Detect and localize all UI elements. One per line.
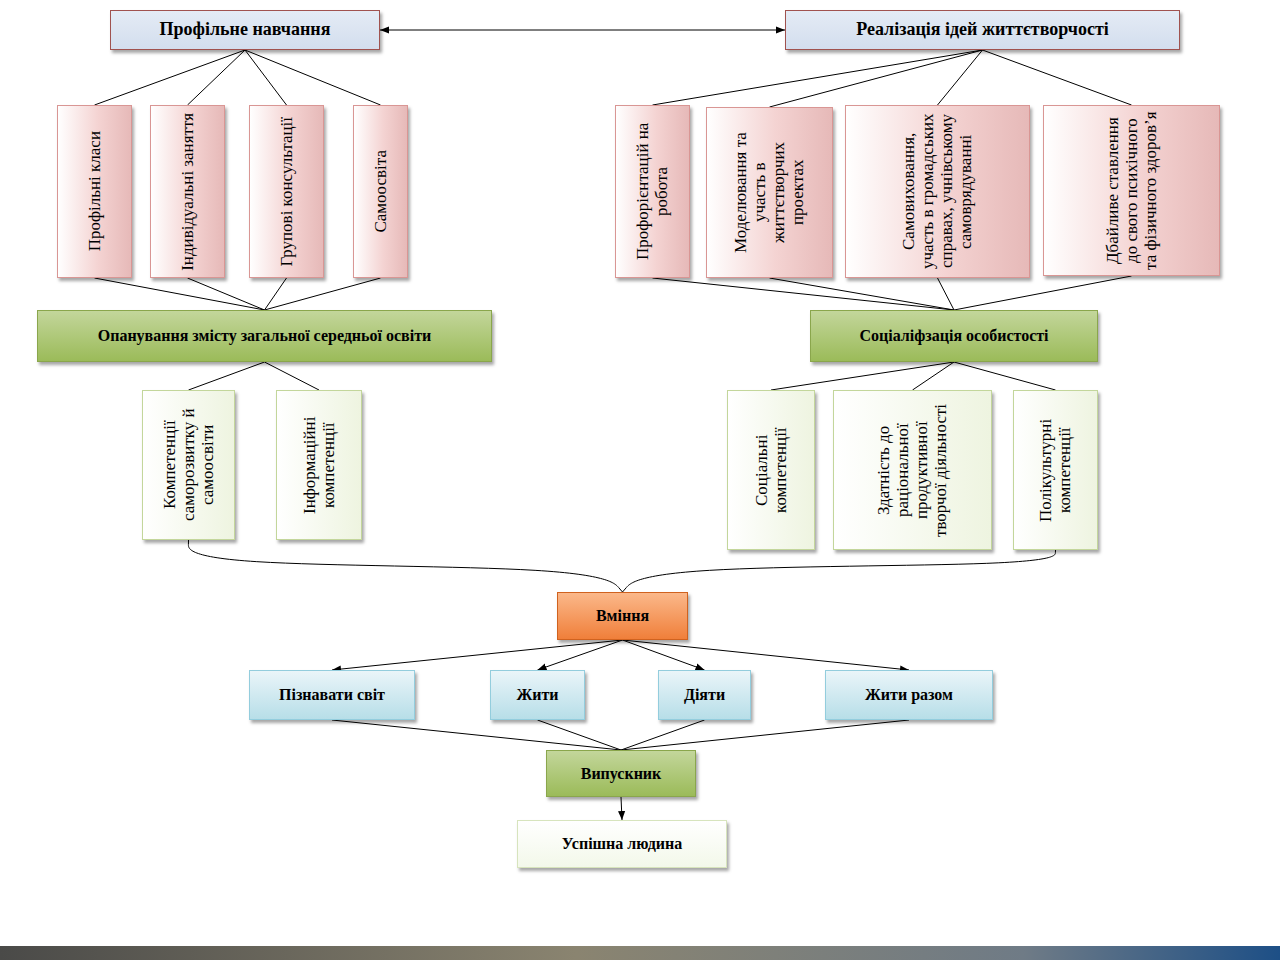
connector-line <box>265 362 320 390</box>
vertical-box: Полікультурні компетенції <box>1013 390 1098 550</box>
process-box: Соціаліфзація особистості <box>810 310 1098 362</box>
vertical-box: Інформаційні компетенції <box>276 390 362 540</box>
connector-line <box>95 278 265 310</box>
connector-line <box>265 278 381 310</box>
box-label: Профільні класи <box>85 131 104 251</box>
process-box: Успішна людина <box>517 820 727 868</box>
connector-line <box>188 278 265 310</box>
process-box: Випускник <box>546 750 696 797</box>
process-box: Профільне навчання <box>110 10 380 50</box>
footer-band <box>0 946 1280 960</box>
box-label: Соціаліфзація особистості <box>853 326 1054 345</box>
connector-line <box>938 278 955 310</box>
connector-line <box>538 720 622 750</box>
connector-line <box>95 50 246 105</box>
vertical-box: Групові консультації <box>249 105 324 278</box>
box-label: Соціальні компетенції <box>752 395 790 545</box>
vertical-box: Дбайливе ставлення до свого психічного т… <box>1043 105 1220 276</box>
box-label: Індивідуальні заняття <box>178 113 197 271</box>
box-label: Профорієнтацій на робота <box>633 110 671 273</box>
process-box: Жити <box>490 670 585 720</box>
connector-line <box>938 50 983 105</box>
box-label: Полікультурні компетенції <box>1036 395 1074 545</box>
connector-line <box>913 362 955 390</box>
connector-line <box>188 50 246 105</box>
vertical-box: Моделювання та участь в життєтворчих про… <box>706 107 833 278</box>
vertical-box: Соціальні компетенції <box>727 390 815 550</box>
connector-line <box>621 797 622 820</box>
connector-line <box>188 540 622 592</box>
connector-line <box>332 720 621 750</box>
box-label: Вміння <box>590 606 655 625</box>
connector-line <box>621 720 909 750</box>
vertical-box: Самоосвіта <box>353 105 408 278</box>
connector-line <box>770 278 955 310</box>
vertical-box: Профільні класи <box>57 105 132 278</box>
process-box: Опанування змісту загальної середньої ос… <box>37 310 492 362</box>
process-box: Діяти <box>658 670 751 720</box>
connector-line <box>954 276 1132 310</box>
box-label: Пізнавати світ <box>273 685 391 704</box>
box-label: Групові консультації <box>277 117 296 267</box>
box-label: Дбайливе ставлення до свого психічного т… <box>1103 110 1160 271</box>
box-label: Реалізація ідей життєтворчості <box>850 19 1115 41</box>
box-label: Діяти <box>678 685 731 704</box>
connector-line <box>771 362 954 390</box>
connector-line <box>983 50 1132 105</box>
connector-line <box>623 550 1056 592</box>
process-box: Вміння <box>557 592 688 640</box>
connector-line <box>770 50 983 107</box>
process-box: Пізнавати світ <box>249 670 415 720</box>
box-label: Опанування змісту загальної середньої ос… <box>92 326 438 345</box>
box-label: Самовиховання, участь в громадських спра… <box>899 110 975 273</box>
connector-line <box>245 50 381 105</box>
box-label: Компетенції саморозвитку й самоосвіти <box>160 395 217 535</box>
process-box: Реалізація ідей життєтворчості <box>785 10 1180 50</box>
connector-line <box>653 50 983 105</box>
box-label: Інформаційні компетенції <box>300 395 338 535</box>
box-label: Моделювання та участь в життєтворчих про… <box>731 112 807 273</box>
connector-line <box>189 362 265 390</box>
connector-line <box>332 640 623 670</box>
connector-line <box>653 278 955 310</box>
box-label: Самоосвіта <box>371 150 390 233</box>
connector-line <box>380 30 785 31</box>
box-label: Випускник <box>575 764 668 783</box>
vertical-box: Компетенції саморозвитку й самоосвіти <box>142 390 235 540</box>
box-label: Здатність до раціональної продуктивної т… <box>874 395 950 545</box>
box-label: Жити разом <box>859 685 959 704</box>
process-box: Жити разом <box>825 670 993 720</box>
vertical-box: Самовиховання, участь в громадських спра… <box>845 105 1030 278</box>
connector-line <box>538 640 623 670</box>
vertical-box: Індивідуальні заняття <box>150 105 225 278</box>
vertical-box: Профорієнтацій на робота <box>615 105 690 278</box>
vertical-box: Здатність до раціональної продуктивної т… <box>833 390 992 550</box>
box-label: Профільне навчання <box>154 19 337 41</box>
connector-line <box>623 640 910 670</box>
box-label: Жити <box>510 685 564 704</box>
connector-line <box>954 362 1056 390</box>
box-label: Успішна людина <box>556 834 688 853</box>
